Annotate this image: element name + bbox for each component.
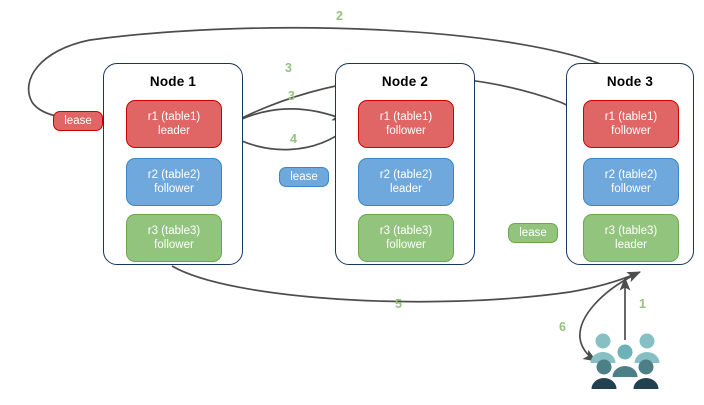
replica-id: r1 (table1) — [147, 111, 201, 123]
node-1-replica-r3[interactable]: r3 (table3) follower — [126, 214, 222, 262]
step-label-2: 2 — [336, 9, 343, 23]
replica-role: leader — [615, 239, 647, 251]
node-3-container[interactable]: Node 3 r1 (table1) follower r2 (table2) … — [566, 63, 694, 265]
replica-id: r2 (table2) — [147, 169, 201, 181]
arrow-step-4 — [227, 125, 351, 151]
replica-id: r1 (table1) — [379, 111, 433, 123]
replica-role: follower — [154, 239, 194, 251]
replica-role: follower — [154, 183, 194, 195]
node-1-replica-r1[interactable]: r1 (table1) leader — [126, 100, 222, 148]
people-group-icon — [588, 332, 662, 390]
replica-id: r3 (table3) — [379, 225, 433, 237]
people-front-row — [591, 378, 659, 389]
lease-badge-table3[interactable]: lease — [508, 223, 558, 243]
replica-id: r2 (table2) — [379, 169, 433, 181]
node-1-replica-r2[interactable]: r2 (table2) follower — [126, 158, 222, 206]
node-1-container[interactable]: Node 1 r1 (table1) leader r2 (table2) fo… — [103, 63, 243, 265]
replica-id: r3 (table3) — [147, 225, 201, 237]
arrow-step-5 — [171, 265, 641, 303]
node-2-title: Node 2 — [381, 74, 429, 89]
replica-id: r2 (table2) — [604, 169, 658, 181]
node-2-replica-r1[interactable]: r1 (table1) follower — [358, 100, 454, 148]
replica-role: follower — [386, 239, 426, 251]
lease-badge-table1[interactable]: lease — [53, 111, 103, 131]
replica-id: r3 (table3) — [604, 225, 658, 237]
people-back-row — [590, 333, 660, 363]
node-3-replica-r2[interactable]: r2 (table2) follower — [583, 158, 679, 206]
people-back-center — [617, 344, 633, 360]
step-label-3b: 3 — [288, 89, 295, 103]
node-2-replica-r3[interactable]: r3 (table3) follower — [358, 214, 454, 262]
replica-role: leader — [390, 183, 422, 195]
replica-role: leader — [158, 125, 190, 137]
people-middle-row — [596, 359, 654, 377]
lease-badge-table2[interactable]: lease — [279, 167, 329, 187]
step-label-4: 4 — [290, 132, 297, 146]
node-2-container[interactable]: Node 2 r1 (table1) follower r2 (table2) … — [335, 63, 475, 265]
replica-role: follower — [386, 125, 426, 137]
replica-id: r1 (table1) — [604, 111, 658, 123]
node-1-title: Node 1 — [149, 74, 197, 89]
replica-role: follower — [611, 125, 651, 137]
node-2-replica-r2[interactable]: r2 (table2) leader — [358, 158, 454, 206]
step-label-1: 1 — [639, 297, 646, 311]
node-3-title: Node 3 — [606, 74, 654, 89]
step-label-6: 6 — [559, 320, 566, 334]
step-label-5: 5 — [395, 297, 402, 311]
replica-role: follower — [611, 183, 651, 195]
step-label-3a: 3 — [285, 61, 292, 75]
node-3-replica-r3[interactable]: r3 (table3) leader — [583, 214, 679, 262]
node-3-replica-r1[interactable]: r1 (table1) follower — [583, 100, 679, 148]
